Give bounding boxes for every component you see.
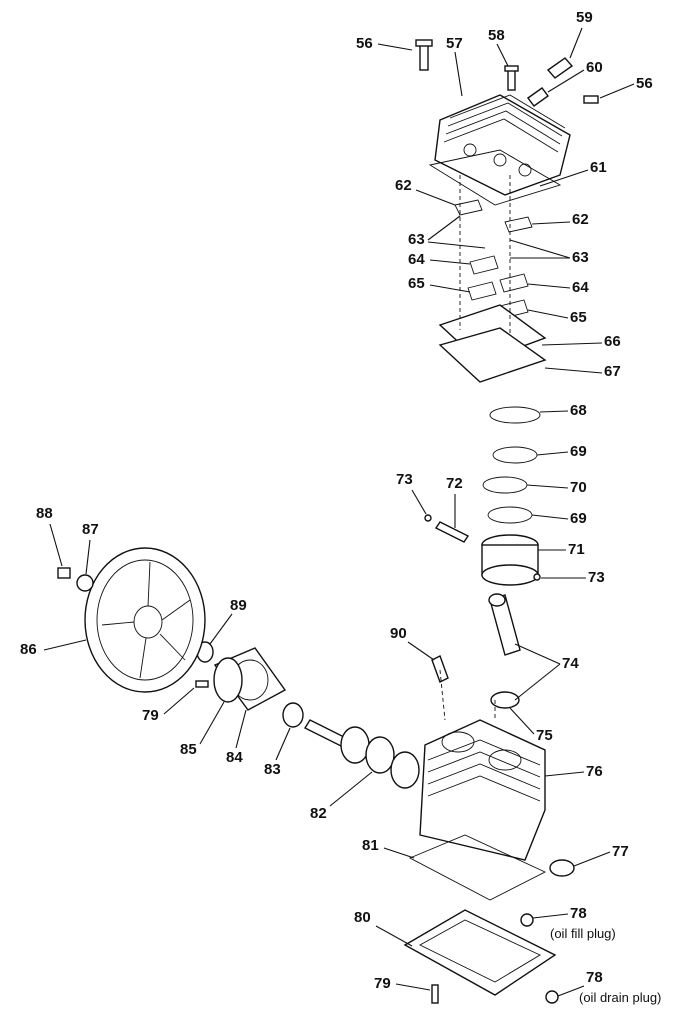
- clip-73-left: [424, 514, 432, 522]
- callout-63: 63: [408, 231, 425, 248]
- callout-56b: 56: [636, 75, 653, 92]
- bolt-58: [504, 65, 519, 91]
- crankcase-gasket-81: [408, 834, 547, 901]
- crankcase-76: [419, 719, 546, 861]
- callout-69b: 69: [570, 510, 587, 527]
- callout-73: 73: [396, 471, 413, 488]
- wrist-pin-72: [434, 521, 470, 543]
- callout-74: 74: [562, 655, 579, 672]
- callout-68: 68: [570, 402, 587, 419]
- callout-75: 75: [536, 727, 553, 744]
- sump-80: [403, 909, 557, 996]
- callout-83: 83: [264, 761, 281, 778]
- oil-drain-plug-note: (oil drain plug): [579, 990, 661, 1005]
- callout-80: 80: [354, 909, 371, 926]
- callout-85: 85: [180, 741, 197, 758]
- callout-90: 90: [390, 625, 407, 642]
- callout-66: 66: [604, 333, 621, 350]
- callout-89: 89: [230, 597, 247, 614]
- connecting-rod-74: [488, 593, 521, 709]
- callout-78b: 78: [586, 969, 603, 986]
- callout-60: 60: [586, 59, 603, 76]
- callout-79b: 79: [374, 975, 391, 992]
- callout-63b: 63: [572, 249, 589, 266]
- callout-64: 64: [408, 251, 425, 268]
- bolt-79-bottom: [431, 984, 439, 1004]
- oil-drain-plug-78: [545, 990, 559, 1004]
- callout-87: 87: [82, 521, 99, 538]
- bearing-83: [282, 702, 304, 728]
- callout-56: 56: [356, 35, 373, 52]
- bolt-56-right: [583, 95, 599, 104]
- callout-67: 67: [604, 363, 621, 380]
- callout-69: 69: [570, 443, 587, 460]
- callout-88: 88: [36, 505, 53, 522]
- piston-71: [481, 534, 539, 586]
- alignment-line: [439, 669, 446, 721]
- end-cover-85: [213, 657, 243, 703]
- cylinder-head: [434, 94, 571, 196]
- callout-62: 62: [395, 177, 412, 194]
- crankshaft-82: [303, 719, 420, 789]
- callout-65b: 65: [570, 309, 587, 326]
- spring-90: [431, 655, 449, 683]
- head-gasket-61: [428, 149, 562, 206]
- callout-65: 65: [408, 275, 425, 292]
- bolt-79-left: [195, 680, 209, 688]
- gasket-67: [438, 327, 547, 383]
- bolt-88: [57, 567, 71, 579]
- callout-78: 78: [570, 905, 587, 922]
- callout-71: 71: [568, 541, 585, 558]
- piston-rings: [482, 406, 541, 524]
- callout-64b: 64: [572, 279, 589, 296]
- fitting-59: [546, 57, 574, 79]
- callout-77: 77: [612, 843, 629, 860]
- callout-59: 59: [576, 9, 593, 26]
- oil-fill-plug-78: [520, 913, 534, 927]
- plug-77: [549, 859, 575, 877]
- callout-62b: 62: [572, 211, 589, 228]
- valve-parts: [454, 199, 533, 319]
- callout-84: 84: [226, 749, 243, 766]
- callout-58: 58: [488, 27, 505, 44]
- bolt-56-left: [415, 39, 433, 71]
- callout-61: 61: [590, 159, 607, 176]
- washer-87: [76, 574, 94, 592]
- callout-72: 72: [446, 475, 463, 492]
- callout-57: 57: [446, 35, 463, 52]
- callouts: 56 57 58 59 60 56 61 62 62 63 63 64 64 6…: [20, 9, 661, 1005]
- fitting-60: [527, 87, 549, 107]
- flywheel-86: [84, 547, 206, 693]
- clip-73-right: [533, 573, 541, 581]
- callout-70: 70: [570, 479, 587, 496]
- callout-86: 86: [20, 641, 37, 658]
- callout-73b: 73: [588, 569, 605, 586]
- callout-79: 79: [142, 707, 159, 724]
- callout-81: 81: [362, 837, 379, 854]
- callout-76: 76: [586, 763, 603, 780]
- callout-82: 82: [310, 805, 327, 822]
- oil-fill-plug-note: (oil fill plug): [550, 926, 616, 941]
